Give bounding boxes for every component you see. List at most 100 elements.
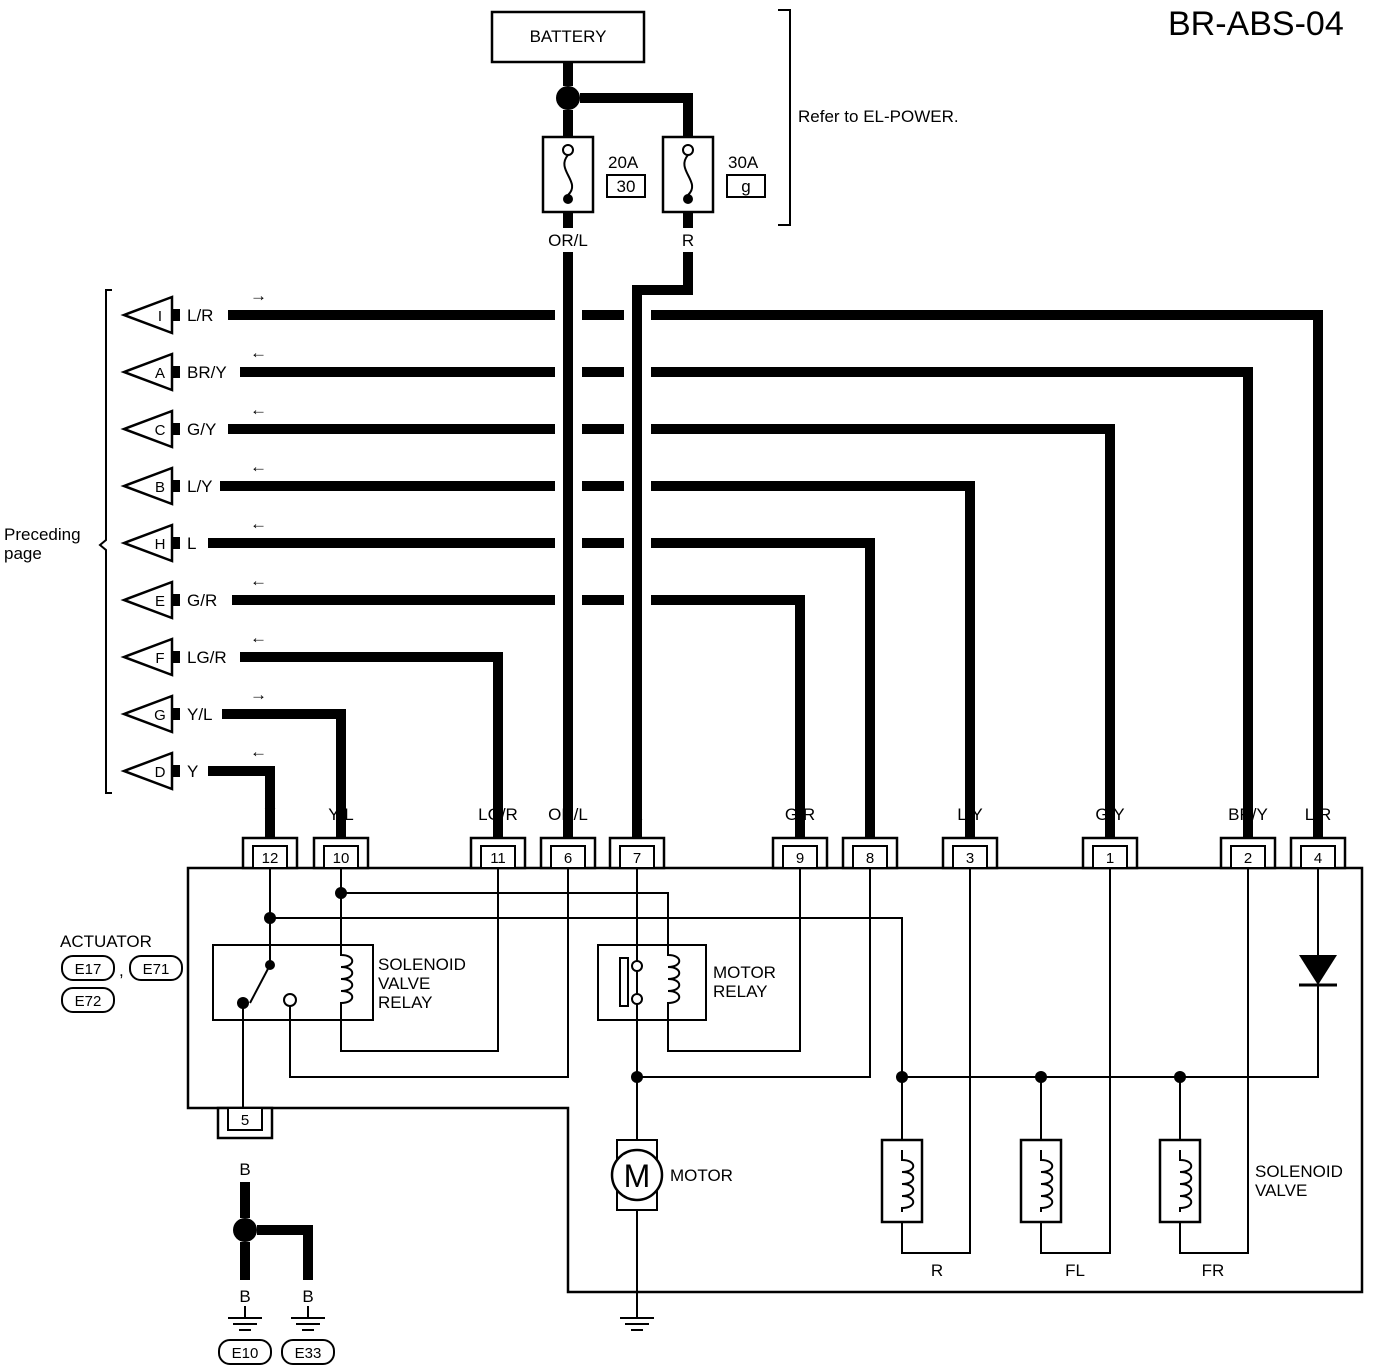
preceding-page-line1: Preceding [4,525,81,544]
actuator-label: ACTUATOR [60,932,152,951]
connector-a-wire: BR/Y [187,363,227,382]
connector-f-arrow: ← [250,628,267,647]
battery-splice [556,86,580,110]
fuse-30a-rating: 30A [728,153,759,172]
svg-text:L/Y: L/Y [957,805,983,824]
connector-c-wire: G/Y [187,420,216,439]
motor-label: MOTOR [670,1166,733,1185]
svg-text:L/R: L/R [1305,805,1331,824]
svg-text:8: 8 [866,850,874,867]
motor-relay-label-1: MOTOR [713,963,776,982]
svg-text:1: 1 [1106,850,1114,867]
svg-text:11: 11 [490,850,506,867]
preceding-page-line2: page [4,544,42,563]
fuse-20a-number: 30 [617,177,636,196]
svg-text:BR/Y: BR/Y [1228,805,1268,824]
svg-text:2: 2 [1244,850,1252,867]
ground-connector-e33: E33 [295,1345,322,1362]
ground-wire-right: B [302,1287,313,1306]
connector-i-arrow: → [250,286,267,305]
ground-wire-left: B [239,1287,250,1306]
motor-relay-label-2: RELAY [713,982,768,1001]
connector-d-id: D [155,764,166,781]
connector-e-id: E [155,593,165,610]
fuse-20a-wire: OR/L [548,231,588,250]
actuator-connector-e72: E72 [75,993,102,1010]
connector-h-arrow: ← [250,514,267,533]
connector-d-wire: Y [187,762,198,781]
svg-text:G/Y: G/Y [1095,805,1124,824]
connector-d-arrow: ← [250,742,267,761]
actuator-connector-e71: E71 [143,961,170,978]
connector-i-id: I [158,308,162,325]
connector-h-wire: L [187,534,196,553]
svg-text:Y: Y [264,805,275,824]
incoming-connectors: I L/R → A BR/Y ← C G/Y ← B L/Y ← H L ← E… [120,286,267,791]
solenoid-valve-r [880,1138,924,1224]
connector-a-id: A [155,365,165,382]
internal-wiring [242,868,1319,1318]
svg-text:4: 4 [1314,850,1322,867]
svg-text:Y/L: Y/L [328,805,354,824]
svr-label-1: SOLENOID [378,955,466,974]
solenoid-valve-fl [1019,1138,1063,1224]
battery-box [490,10,646,64]
connector-e-wire: G/R [187,591,217,610]
terminal-blocks: 12 10 11 6 7 9 8 3 1 2 4 [241,836,1347,870]
diagram-title: BR-ABS-04 [1168,5,1344,43]
fuse-30a-wire: R [682,231,694,250]
svg-text:9: 9 [796,850,804,867]
ground-wire-label: B [239,1160,250,1179]
svg-text:3: 3 [966,850,974,867]
connector-b-id: B [155,479,165,496]
solenoid-valve-label-2: VALVE [1255,1181,1307,1200]
connector-c-arrow: ← [250,400,267,419]
connector-a-arrow: ← [250,343,267,362]
harness-wires [208,252,1323,840]
connector-h-id: H [155,536,166,553]
terminal-wire-labels: Y Y/L LG/R OR/L R G/R L L/Y G/Y BR/Y L/R [264,805,1331,824]
svg-text:G/R: G/R [785,805,815,824]
actuator-enclosure [186,866,1364,1294]
connector-i-wire: L/R [187,306,213,325]
svg-text:6: 6 [564,850,572,867]
valve-fr-label: FR [1202,1261,1225,1280]
solenoid-valve-label-1: SOLENOID [1255,1162,1343,1181]
connector-g-id: G [154,707,166,724]
svg-text:R: R [631,805,643,824]
actuator-separator: , [119,961,124,980]
battery-label: BATTERY [530,27,607,46]
svg-text:LG/R: LG/R [478,805,518,824]
connector-b-arrow: ← [250,457,267,476]
solenoid-valve-relay [212,944,374,1021]
ground-splice [233,1218,257,1242]
ground-connector-e10: E10 [232,1345,259,1362]
svg-text:12: 12 [262,850,279,867]
svr-label-3: RELAY [378,993,433,1012]
diode-icon [1299,955,1337,987]
ground-icon [228,1306,325,1331]
connector-b-wire: L/Y [187,477,213,496]
fuse-20a-rating: 20A [608,153,639,172]
svg-text:10: 10 [333,850,350,867]
connector-g-arrow: → [250,685,267,704]
valve-r-label: R [931,1261,943,1280]
connector-e-arrow: ← [250,571,267,590]
solenoid-valve-fr [1158,1138,1202,1224]
svr-label-2: VALVE [378,974,430,993]
connector-f-id: F [155,650,164,667]
connector-c-id: C [155,422,166,439]
ground-terminal: 5 [216,1106,274,1140]
actuator-connector-e17: E17 [75,961,102,978]
svg-text:5: 5 [241,1112,249,1129]
motor-symbol: M [624,1158,651,1194]
connector-f-wire: LG/R [187,648,227,667]
svg-text:OR/L: OR/L [548,805,588,824]
refer-note: Refer to EL-POWER. [798,107,959,126]
svg-text:L: L [865,805,874,824]
svg-text:7: 7 [633,850,641,867]
motor-ground-icon [620,1317,654,1331]
fuse-30a-number: g [741,177,750,196]
motor-relay [597,944,707,1021]
